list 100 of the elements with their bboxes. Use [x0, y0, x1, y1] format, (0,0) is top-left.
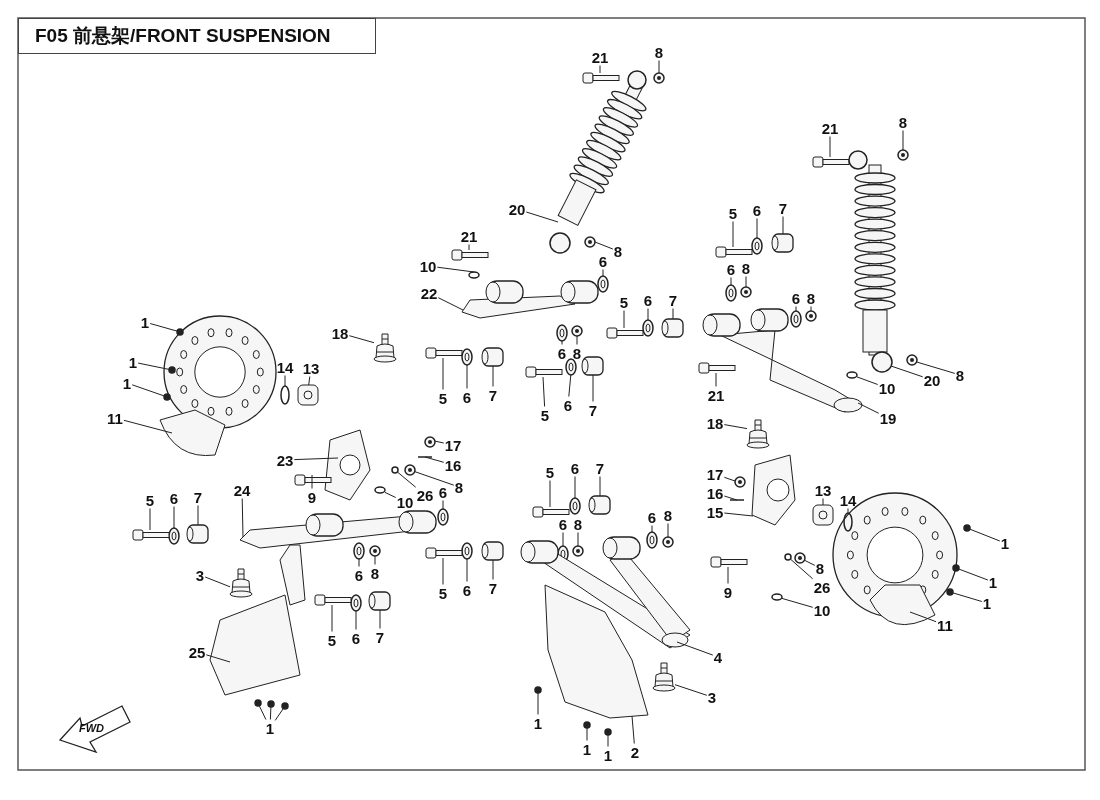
leader-line [790, 559, 814, 580]
callout-number: 5 [438, 585, 448, 601]
o-ring [374, 486, 386, 494]
o-ring [771, 593, 783, 601]
callout-number: 6 [354, 567, 364, 583]
leader-line [269, 706, 272, 720]
callout-number: 16 [706, 485, 724, 501]
direction-label: FWD [79, 722, 105, 734]
callout-number: 24 [233, 482, 251, 498]
callout-number: 9 [723, 584, 733, 600]
callout-number: 8 [370, 565, 380, 581]
callout-number: 7 [375, 629, 385, 645]
leader-line [308, 376, 311, 386]
callout-number: 21 [821, 120, 839, 136]
callout-number: 22 [420, 285, 438, 301]
leader-line [204, 576, 231, 588]
callout-number: 20 [508, 201, 526, 217]
callout-number: 1 [128, 354, 138, 370]
skid-guard [209, 544, 306, 696]
callout-number: 8 [613, 243, 623, 259]
callout-number: 6 [647, 509, 657, 525]
control-arm [702, 308, 863, 413]
callout-number: 14 [839, 492, 857, 508]
leader-line [577, 532, 579, 547]
leader-line [857, 402, 880, 414]
nut [163, 393, 171, 401]
nut [604, 728, 612, 736]
leader-line [631, 715, 635, 744]
leader-line [568, 374, 572, 397]
leader-line [574, 476, 576, 499]
callout-number: 5 [145, 492, 155, 508]
callout-number: 8 [663, 507, 673, 523]
leader-line [856, 376, 879, 385]
callout-number: 3 [195, 567, 205, 583]
callout-number: 8 [815, 560, 825, 576]
bolt [532, 506, 570, 518]
callout-number: 10 [396, 494, 414, 510]
nut [168, 366, 176, 374]
leader-line [810, 306, 812, 312]
callout-number: 9 [307, 489, 317, 505]
leader-line [958, 568, 989, 581]
shield-plate [159, 409, 226, 456]
leader-line [781, 597, 814, 608]
leader-line [492, 365, 494, 387]
nut [254, 699, 262, 707]
nut [176, 328, 184, 336]
leader-line [284, 375, 286, 387]
callout-number: 19 [879, 410, 897, 426]
callout-number: 1 [265, 720, 275, 736]
leader-line [549, 480, 551, 508]
leader-line [542, 376, 546, 407]
leader-line [745, 276, 747, 288]
spring-washer [784, 553, 792, 561]
leader-line [723, 512, 754, 517]
leader-line [424, 456, 445, 463]
leader-line [173, 506, 175, 529]
leader-line [397, 472, 417, 488]
washer [597, 275, 609, 293]
leader-line [723, 424, 748, 430]
skid-guard [544, 584, 649, 719]
leader-line [434, 440, 445, 444]
leader-line [902, 130, 904, 151]
callout-number: 6 [462, 582, 472, 598]
callout-number: 17 [444, 437, 462, 453]
callout-number: 7 [595, 460, 605, 476]
leader-line [197, 505, 199, 526]
leader-line [599, 476, 601, 497]
steering-knuckle [324, 429, 371, 501]
circlip [843, 512, 853, 532]
leader-line [804, 560, 816, 566]
callout-number: 8 [898, 114, 908, 130]
callout-number: 6 [462, 389, 472, 405]
callout-number: 1 [1000, 535, 1010, 551]
bolt [425, 547, 463, 559]
callout-number: 7 [668, 292, 678, 308]
leader-line [607, 734, 609, 747]
bushing [481, 347, 504, 367]
nut [805, 310, 817, 322]
leader-line [274, 708, 284, 721]
callout-number: 10 [878, 380, 896, 396]
callout-number: 16 [444, 457, 462, 473]
leader-line [374, 555, 376, 565]
leader-line [909, 611, 937, 623]
control-arm [239, 510, 437, 549]
bolt [582, 72, 620, 84]
callout-number: 1 [122, 375, 132, 391]
callout-number: 7 [488, 387, 498, 403]
nut [906, 354, 918, 366]
bolt [451, 249, 489, 261]
callout-number: 1 [582, 741, 592, 757]
nut [662, 536, 674, 548]
callout-number: 1 [988, 574, 998, 590]
leader-line [795, 306, 797, 312]
leader-line [561, 340, 563, 345]
nut [584, 236, 596, 248]
callout-number: 6 [169, 490, 179, 506]
leader-line [916, 361, 956, 374]
bushing [771, 233, 794, 253]
leader-line [586, 727, 588, 741]
nut [281, 702, 289, 710]
